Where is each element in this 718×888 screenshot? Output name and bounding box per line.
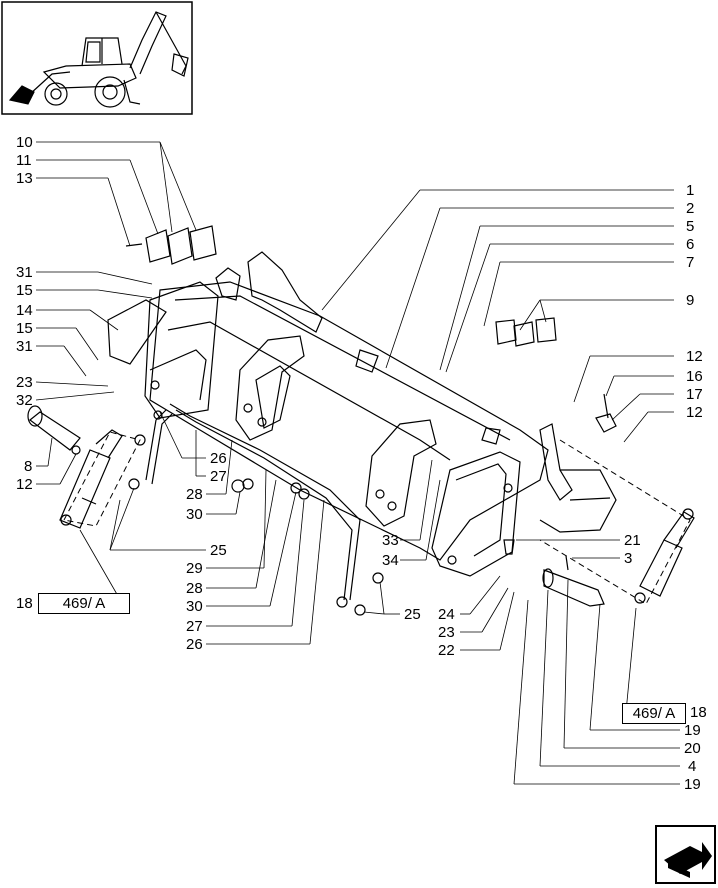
callout-3: 3 bbox=[624, 550, 633, 567]
machine-thumbnail bbox=[1, 1, 193, 115]
callout-21: 21 bbox=[624, 532, 641, 549]
callout-19: 19 bbox=[684, 776, 701, 793]
callout-15: 15 bbox=[16, 282, 33, 299]
callout-31: 31 bbox=[16, 338, 33, 355]
callout-12: 12 bbox=[686, 348, 703, 365]
leader-lines bbox=[35, 141, 680, 785]
callout-17: 17 bbox=[686, 386, 703, 403]
callout-26: 26 bbox=[210, 450, 227, 467]
callout-27: 27 bbox=[186, 618, 203, 635]
dashed-cylinder-outline bbox=[63, 431, 691, 605]
callout-14: 14 bbox=[16, 302, 33, 319]
callout-5: 5 bbox=[686, 218, 695, 235]
callout-12: 12 bbox=[686, 404, 703, 421]
callout-16: 16 bbox=[686, 368, 703, 385]
callout-30: 30 bbox=[186, 598, 203, 615]
small-parts bbox=[27, 225, 617, 607]
callout-23: 23 bbox=[16, 374, 33, 391]
callout-9: 9 bbox=[686, 292, 695, 309]
callout-10: 10 bbox=[16, 134, 33, 151]
callout-33: 33 bbox=[382, 532, 399, 549]
right-cylinder bbox=[634, 508, 695, 604]
callout-18: 18 bbox=[16, 595, 33, 612]
callout-7: 7 bbox=[686, 254, 695, 271]
callout-18: 18 bbox=[690, 704, 707, 721]
callout-15: 15 bbox=[16, 320, 33, 337]
callout-8: 8 bbox=[24, 458, 33, 475]
callout-1: 1 bbox=[686, 182, 695, 199]
callout-19: 19 bbox=[684, 722, 701, 739]
callout-29: 29 bbox=[186, 560, 203, 577]
next-page-icon bbox=[655, 825, 716, 884]
callout-2: 2 bbox=[686, 200, 695, 217]
next-page-button[interactable] bbox=[656, 826, 715, 883]
callout-23: 23 bbox=[438, 624, 455, 641]
callout-11: 11 bbox=[16, 152, 32, 169]
hydraulic-pipes bbox=[128, 403, 384, 616]
reference-box-left[interactable]: 469/ A bbox=[38, 593, 130, 614]
callout-25: 25 bbox=[404, 606, 421, 623]
left-cylinder bbox=[59, 429, 123, 529]
callout-22: 22 bbox=[438, 642, 455, 659]
callout-25: 25 bbox=[210, 542, 227, 559]
callout-20: 20 bbox=[684, 740, 701, 757]
callout-28: 28 bbox=[186, 580, 203, 597]
callout-34: 34 bbox=[382, 552, 399, 569]
callout-12: 12 bbox=[16, 476, 33, 493]
callout-24: 24 bbox=[438, 606, 455, 623]
callout-32: 32 bbox=[16, 392, 33, 409]
callout-27: 27 bbox=[210, 468, 227, 485]
callout-26: 26 bbox=[186, 636, 203, 653]
callout-31: 31 bbox=[16, 264, 33, 281]
callout-30: 30 bbox=[186, 506, 203, 523]
loader-bucket-assembly bbox=[144, 251, 617, 577]
callout-4: 4 bbox=[688, 758, 697, 775]
callout-13: 13 bbox=[16, 170, 33, 187]
reference-box-right[interactable]: 469/ A bbox=[622, 703, 686, 724]
callout-28: 28 bbox=[186, 486, 203, 503]
callout-6: 6 bbox=[686, 236, 695, 253]
